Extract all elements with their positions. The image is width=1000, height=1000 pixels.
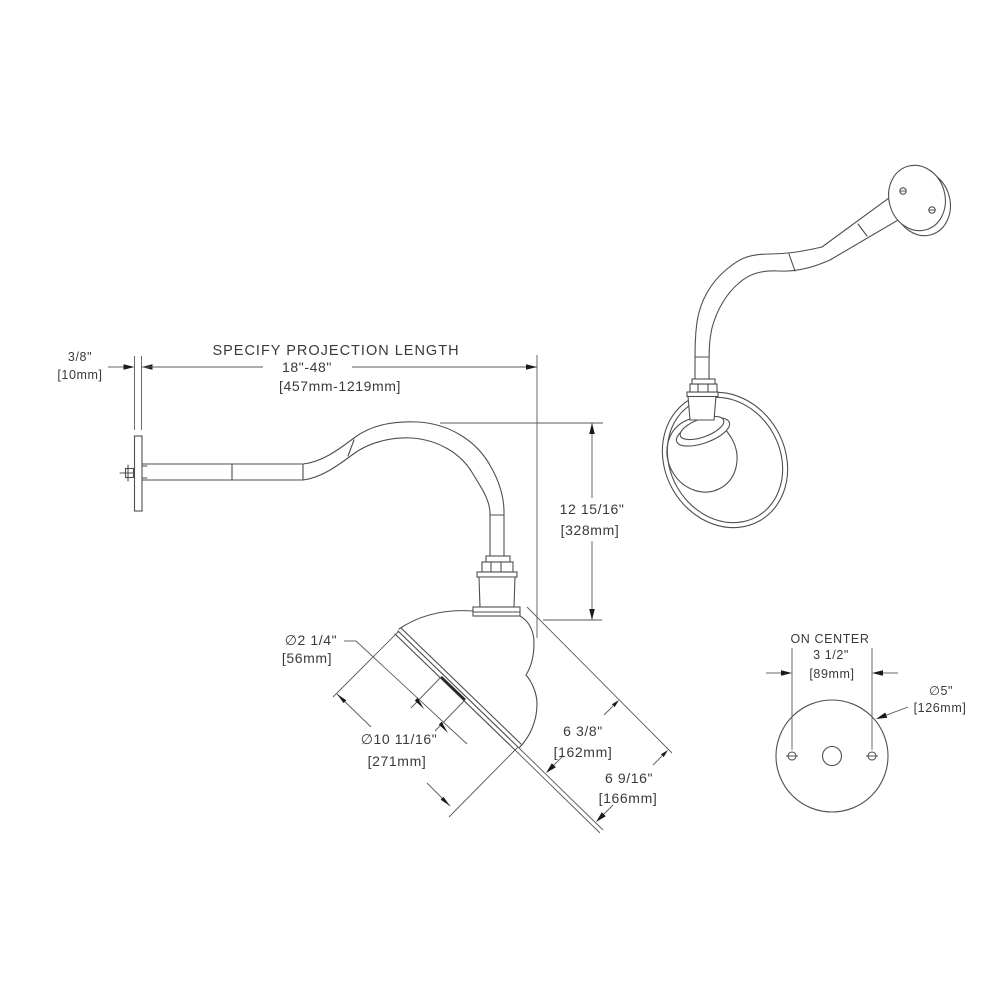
dimension-line xyxy=(601,804,614,817)
gooseneck-edge xyxy=(708,259,831,380)
dimension-arrow xyxy=(589,609,595,620)
shade-depth-dimensions: 6 3/8" [162mm] 6 9/16" [166mm] xyxy=(514,606,673,834)
socket-nut-perspective xyxy=(689,383,718,393)
lamp-shade-side xyxy=(394,610,538,751)
shade-neck-curve xyxy=(519,615,535,676)
socket-assembly-side xyxy=(472,555,521,617)
overall-depth-metric: [166mm] xyxy=(599,790,658,806)
mounting-arm-side xyxy=(141,463,304,481)
mounting-plate-view: ON CENTER 3 1/2" [89mm] ∅5" [126mm] xyxy=(766,632,966,813)
dimension-arrow xyxy=(337,694,347,704)
dimension-line xyxy=(652,755,663,766)
shade-diameter-inches: ∅10 11/16" xyxy=(361,731,438,747)
projection-length-dimension: SPECIFY PROJECTION LENGTH 18"-48" [457mm… xyxy=(141,343,538,638)
socket-lip-perspective xyxy=(691,378,716,385)
backplate-circle xyxy=(775,699,889,813)
dimension-arrow xyxy=(440,796,450,806)
gooseneck-arm-side xyxy=(302,421,505,563)
extension-line xyxy=(332,630,400,698)
shade-rim-outer xyxy=(661,391,789,529)
projection-metric: [457mm-1219mm] xyxy=(279,378,401,394)
shade-depth-metric: [162mm] xyxy=(554,744,613,760)
dimension-arrow xyxy=(611,700,619,708)
dimension-arrow xyxy=(438,721,448,733)
on-center-dimension: ON CENTER 3 1/2" [89mm] xyxy=(766,632,898,750)
wall-plate-side-body xyxy=(133,435,143,512)
shade-rim-edge xyxy=(400,627,522,745)
shade-diameter-metric: [271mm] xyxy=(368,753,427,769)
gooseneck-arm-perspective xyxy=(694,191,911,380)
height-drop-dimension: 12 15/16" [328mm] xyxy=(440,422,625,621)
shade-diameter-dimension: ∅10 11/16" [271mm] xyxy=(332,630,519,818)
perspective-view xyxy=(661,164,951,529)
gooseneck-inner-edge xyxy=(302,437,491,563)
shade-flare-curve xyxy=(518,674,538,749)
socket-collar-top xyxy=(485,555,511,563)
shade-dome-interior xyxy=(666,417,738,493)
arm-seam xyxy=(857,223,868,237)
overall-depth-inches: 6 9/16" xyxy=(605,770,653,786)
rim-plane-extension xyxy=(514,749,601,834)
dimension-arrow xyxy=(872,670,883,676)
extension-line xyxy=(526,606,673,754)
dimension-arrow xyxy=(781,670,792,676)
shade-rim-inner xyxy=(666,396,784,524)
socket-cup-perspective xyxy=(687,395,717,421)
rim-plane-extension xyxy=(517,746,604,831)
side-view: 3/8" [10mm] SPECIFY PROJECTION LENGTH 18… xyxy=(57,343,673,834)
leader-line xyxy=(355,640,468,745)
leader-line xyxy=(883,706,909,717)
socket-cup xyxy=(478,576,516,608)
wall-plate-face xyxy=(888,164,946,232)
dimension-line xyxy=(603,705,614,716)
backplate-diameter-metric: [126mm] xyxy=(914,701,967,715)
plate-thickness-metric: [10mm] xyxy=(57,368,102,382)
backplate-diameter-inches: ∅5" xyxy=(929,684,953,698)
dimension-arrow xyxy=(660,750,668,758)
height-drop-inches: 12 15/16" xyxy=(560,501,625,517)
socket-collar-perspective xyxy=(686,391,719,398)
projection-inches: 18"-48" xyxy=(282,359,332,375)
gooseneck-seam xyxy=(347,439,355,457)
gooseneck-edge xyxy=(694,246,823,380)
fitter-inches: ∅2 1/4" xyxy=(285,632,338,648)
extension-line xyxy=(410,676,442,709)
arm-edge xyxy=(821,191,898,248)
lamp-shade-perspective xyxy=(661,391,789,529)
plate-thickness-dimension: 3/8" [10mm] xyxy=(57,350,153,430)
on-center-inches: 3 1/2" xyxy=(813,648,849,662)
shade-dome-edge xyxy=(398,610,474,630)
backplate-diameter-dimension: ∅5" [126mm] xyxy=(876,684,966,719)
shade-rim-edge xyxy=(397,630,519,748)
center-hole xyxy=(821,745,843,767)
wall-plate-perspective xyxy=(888,164,951,237)
dimension-arrow xyxy=(876,712,888,719)
dimension-line xyxy=(551,755,564,768)
on-center-metric: [89mm] xyxy=(809,667,854,681)
arm-edge xyxy=(829,212,911,261)
plate-thickness-inches: 3/8" xyxy=(68,350,92,364)
dimension-arrow xyxy=(526,364,537,370)
fitter-diameter-dimension: ∅2 1/4" [56mm] xyxy=(282,632,468,745)
gooseneck-seam xyxy=(788,253,796,272)
dimension-arrow xyxy=(414,697,424,709)
gooseneck-outer-edge xyxy=(302,421,505,563)
height-drop-metric: [328mm] xyxy=(561,522,620,538)
fitter-metric: [56mm] xyxy=(282,650,332,666)
shade-fitter-hole-edge xyxy=(440,676,466,701)
dimension-arrow xyxy=(589,423,595,434)
extension-line xyxy=(448,746,519,818)
socket-nut xyxy=(481,561,514,573)
shade-depth-inches: 6 3/8" xyxy=(563,723,603,739)
dimension-arrow xyxy=(123,364,135,370)
on-center-label: ON CENTER xyxy=(790,632,869,646)
dimension-arrow xyxy=(546,763,556,773)
socket-collar xyxy=(476,571,518,578)
socket-assembly-perspective xyxy=(686,378,719,421)
dimension-arrow xyxy=(596,812,606,822)
extension-line xyxy=(434,699,466,732)
wall-plate-side xyxy=(119,435,148,512)
projection-instruction: SPECIFY PROJECTION LENGTH xyxy=(212,343,459,359)
